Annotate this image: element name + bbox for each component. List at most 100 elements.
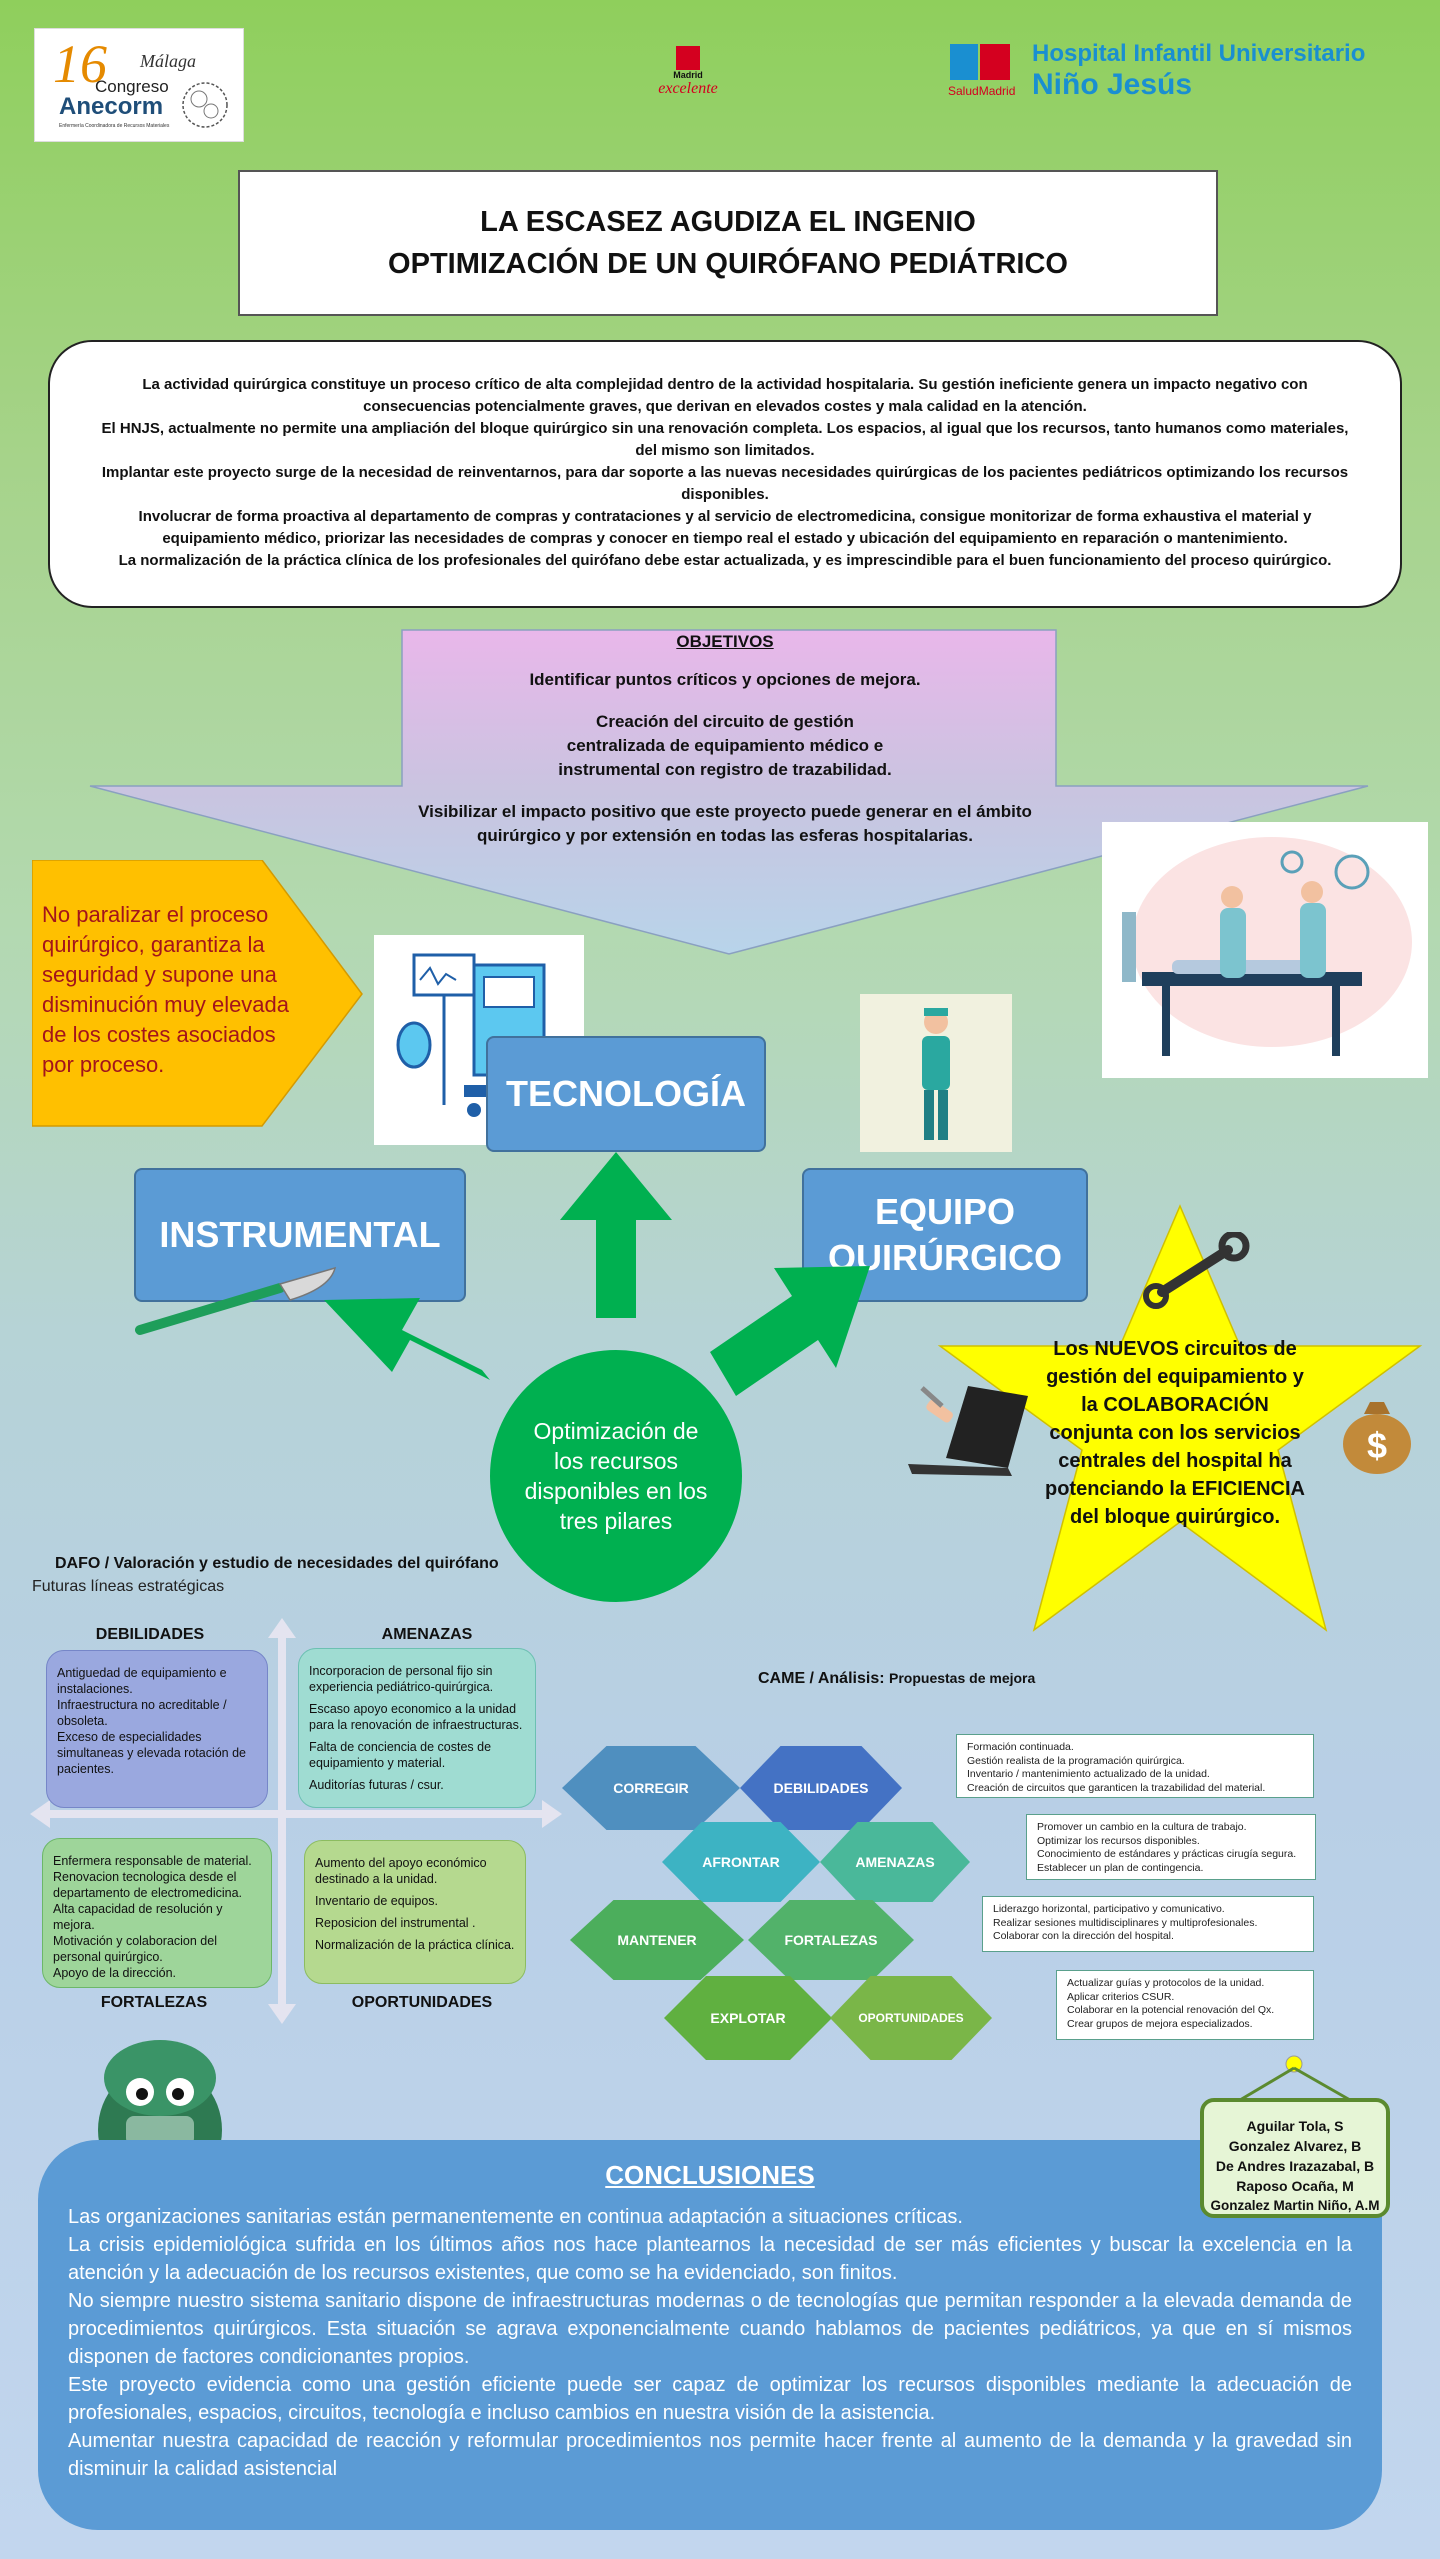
star-text: Los NUEVOS circuitos de gestión del equi… (1044, 1338, 1306, 1528)
authors-box: Aguilar Tola, S Gonzalez Alvarez, B De A… (1200, 2098, 1390, 2218)
hex-label: FORTALEZAS (784, 1932, 878, 1948)
logo-number: 16 (53, 34, 107, 94)
conclusiones-box: CONCLUSIONES Las organizaciones sanitari… (38, 2140, 1382, 2530)
fortalezas-box: Enfermera responsable de material. Renov… (42, 1838, 272, 1988)
dafo-item: Exceso de especialidades simultaneas y e… (57, 1730, 247, 1776)
came-title-sub: Propuestas de mejora (889, 1670, 1036, 1686)
came-title-main: CAME / Análisis: (758, 1670, 885, 1687)
conclusion-paragraph: Aumentar nuestra capacidad de reacción y… (68, 2430, 1352, 2480)
tecnologia-pillar: TECNOLOGÍA (486, 1036, 766, 1152)
surgery-illustration (1102, 822, 1428, 1078)
tecnologia-label: TECNOLOGÍA (506, 1073, 746, 1114)
fortalezas-label: FORTALEZAS (100, 1994, 208, 2011)
debilidades-box: Antiguedad de equipamiento e instalacion… (46, 1650, 268, 1808)
poster-title: LA ESCASEZ AGUDIZA EL INGENIO OPTIMIZACI… (238, 170, 1218, 316)
came-item: Crear grupos de mejora especializados. (1067, 2017, 1253, 2030)
hex-label: OPORTUNIDADES (858, 2011, 964, 2025)
amenazas-label: AMENAZAS (381, 1626, 473, 1643)
oportunidades-box: Aumento del apoyo económico destinado a … (304, 1840, 526, 1984)
hex-label: AFRONTAR (702, 1854, 780, 1870)
hex-amenazas: AMENAZAS (820, 1822, 970, 1902)
conclusiones-title: CONCLUSIONES (605, 2160, 815, 2190)
saludmadrid-icon (950, 44, 978, 80)
author-name: De Andres Irazazabal, B (1215, 2158, 1375, 2174)
dafo-item: Aumento del apoyo económico destinado a … (315, 1856, 487, 1886)
conclusion-paragraph: Las organizaciones sanitarias están perm… (68, 2206, 963, 2228)
dafo-item: Auditorías futuras / csur. (309, 1778, 444, 1792)
logo-caption: Enfermería Coordinadora de Recursos Mate… (59, 123, 170, 129)
amenazas-box: Incorporacion de personal fijo sin exper… (298, 1648, 536, 1808)
dafo-axes (30, 1618, 562, 2024)
logo-place: Málaga (140, 51, 196, 71)
hex-debilidades: DEBILIDADES (740, 1746, 902, 1830)
came-item: Optimizar los recursos disponibles. (1037, 1834, 1200, 1847)
dafo-item: Enfermera responsable de material. (53, 1854, 252, 1868)
dafo-item: Apoyo de la dirección. (53, 1966, 176, 1980)
hex-label: DEBILIDADES (773, 1780, 869, 1796)
author-name: Gonzalez Alvarez, B (1228, 2138, 1362, 2154)
equipo-label-line1: EQUIPO (874, 1191, 1016, 1232)
hex-label: CORREGIR (613, 1780, 689, 1796)
scalpel-icon (135, 1266, 337, 1335)
madrid-red-icon (980, 44, 1010, 80)
madrid-logo: Madrid excelente (628, 46, 748, 116)
came-box-corregir: Formación continuada. Gestión realista d… (956, 1734, 1314, 1798)
intro-paragraph: La actividad quirúrgica constituye un pr… (142, 376, 1308, 415)
svg-text:$: $ (1367, 1425, 1387, 1466)
center-circle-text: Optimización de los recursos disponibles… (524, 1418, 708, 1534)
intro-paragraph: El HNJS, actualmente no permite una ampl… (101, 420, 1349, 459)
objetivos-title: OBJETIVOS (676, 632, 774, 651)
title-line2: OPTIMIZACIÓN DE UN QUIRÓFANO PEDIÁTRICO (388, 248, 1068, 280)
anecorm-logo: 16 Málaga Congreso Anecorm Enfermería Co… (34, 28, 244, 142)
orange-callout-text: No paralizar el proceso quirúrgico, gara… (42, 902, 290, 1077)
hex-explotar: EXPLOTAR (664, 1976, 832, 2060)
came-item: Realizar sesiones multidisciplinares y m… (993, 1916, 1258, 1929)
madrid-logo-line2: excelente (658, 80, 718, 97)
dafo-item: Renovacion tecnologica desde el departam… (53, 1870, 243, 1900)
dafo-title: DAFO / Valoración y estudio de necesidad… (55, 1555, 499, 1572)
madrid-flag-icon (676, 46, 700, 70)
objetivo-item: Creación del circuito de gestión central… (558, 712, 892, 779)
hospital-logo: SaludMadrid Hospital Infantil Universita… (948, 38, 1378, 108)
logo-line2: Anecorm (59, 93, 164, 120)
conclusion-paragraph: No siempre nuestro sistema sanitario dis… (68, 2290, 1352, 2368)
came-box-mantener: Liderazgo horizontal, participativo y co… (982, 1896, 1314, 1952)
intro-paragraph: La normalización de la práctica clínica … (118, 552, 1332, 569)
madrid-logo-line1: Madrid (673, 70, 703, 80)
dafo-item: Inventario de equipos. (315, 1894, 439, 1908)
came-item: Actualizar guías y protocolos de la unid… (1067, 1977, 1265, 1989)
came-box-afrontar: Promover un cambio en la cultura de trab… (1026, 1814, 1316, 1880)
title-line1: LA ESCASEZ AGUDIZA EL INGENIO (480, 206, 976, 238)
dafo-item: Escaso apoyo economico a la unidad para … (309, 1702, 523, 1732)
logo-line1: Congreso (95, 77, 169, 96)
hex-label: EXPLOTAR (710, 2010, 786, 2026)
dafo-item: Falta de conciencia de costes de equipam… (309, 1740, 492, 1770)
dafo-item: Motivación y colaboracion del personal q… (53, 1934, 217, 1964)
debilidades-label: DEBILIDADES (95, 1626, 205, 1643)
hex-afrontar: AFRONTAR (662, 1822, 820, 1902)
came-title: CAME / Análisis: Propuestas de mejora (758, 1670, 1035, 1688)
orange-callout-shape (32, 860, 363, 1127)
dafo-item: Reposicion del instrumental . (315, 1916, 476, 1930)
came-item: Inventario / mantenimiento actualizado d… (967, 1768, 1210, 1780)
hex-oportunidades: OPORTUNIDADES (830, 1976, 992, 2060)
arrow-right (710, 1266, 870, 1396)
star-shape (937, 1204, 1423, 1632)
dafo-item: Normalización de la práctica clínica. (315, 1938, 515, 1952)
hospital-line1: Hospital Infantil Universitario (1032, 40, 1366, 67)
instrumental-label: INSTRUMENTAL (159, 1214, 441, 1255)
intro-paragraph: Involucrar de forma proactiva al departa… (138, 508, 1312, 547)
came-box-explotar: Actualizar guías y protocolos de la unid… (1056, 1970, 1314, 2040)
author-name: Aguilar Tola, S (1246, 2118, 1344, 2134)
hex-label: AMENAZAS (855, 1854, 935, 1870)
arrow-up (560, 1152, 672, 1318)
conclusion-paragraph: Este proyecto evidencia como una gestión… (68, 2374, 1352, 2424)
came-item: Formación continuada. (967, 1741, 1074, 1753)
center-circle: Optimización de los recursos disponibles… (490, 1350, 742, 1602)
hex-mantener: MANTENER (570, 1900, 744, 1980)
dafo-item: Antiguedad de equipamiento e instalacion… (57, 1666, 227, 1696)
dafo-item: Incorporacion de personal fijo sin exper… (309, 1664, 494, 1694)
